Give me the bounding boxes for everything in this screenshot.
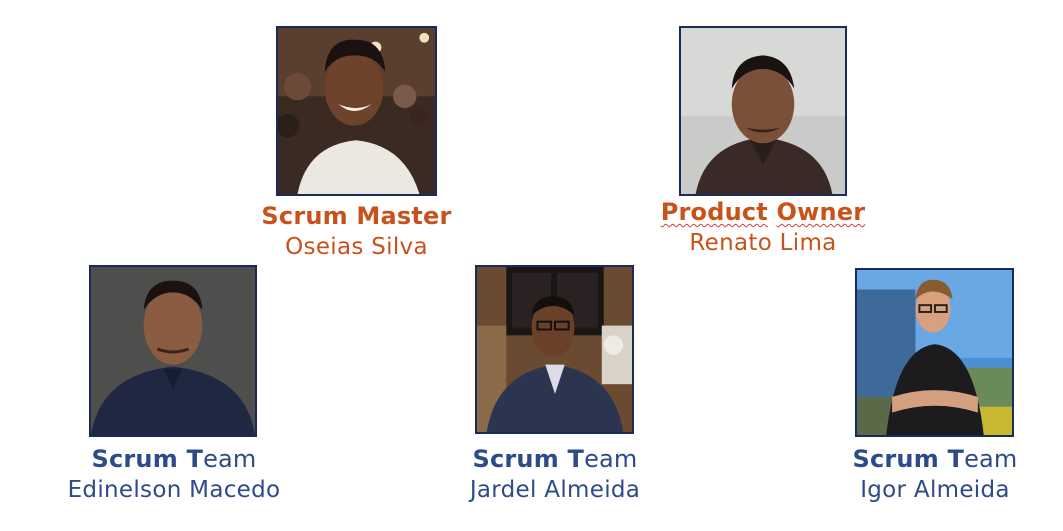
portrait-image	[278, 28, 435, 194]
portrait-image	[477, 267, 632, 432]
portrait-image	[857, 270, 1012, 435]
photo-team-member-2	[475, 265, 634, 434]
photo-team-member-1	[89, 265, 257, 437]
role-label: Scrum Master	[261, 202, 452, 230]
member-name: Edinelson Macedo	[67, 477, 281, 503]
role-label: Scrum Team	[50, 445, 298, 473]
photo-product-owner	[679, 26, 847, 196]
role-label-part2: eam	[584, 445, 638, 473]
photo-scrum-master	[276, 26, 437, 196]
role-label-part1: Scrum T	[472, 445, 585, 473]
role-label: Scrum Team	[830, 445, 1040, 473]
portrait-image	[91, 267, 255, 435]
role-label-part2: eam	[203, 445, 257, 473]
member-name: Jardel Almeida	[469, 477, 641, 503]
member-name: Renato Lima	[689, 230, 837, 256]
card-team-member-2: Scrum Team Jardel Almeida	[440, 443, 670, 509]
card-product-owner: Product Owner Renato Lima	[643, 196, 883, 262]
role-label-part1: Product	[660, 198, 768, 226]
member-name: Igor Almeida	[860, 477, 1010, 503]
role-label-part2: eam	[964, 445, 1018, 473]
role-label-part2: Owner	[776, 198, 866, 226]
role-label-part1: Scrum T	[852, 445, 965, 473]
photo-team-member-3	[855, 268, 1014, 437]
member-name: Oseias Silva	[285, 234, 428, 260]
card-team-member-1: Scrum Team Edinelson Macedo	[50, 443, 298, 509]
role-label: Scrum Team	[440, 445, 670, 473]
portrait-image	[681, 28, 845, 194]
role-label-part1: Scrum T	[91, 445, 204, 473]
role-label: Product Owner	[643, 198, 883, 226]
card-team-member-3: Scrum Team Igor Almeida	[830, 443, 1040, 509]
card-scrum-master: Scrum Master Oseias Silva	[256, 200, 457, 266]
